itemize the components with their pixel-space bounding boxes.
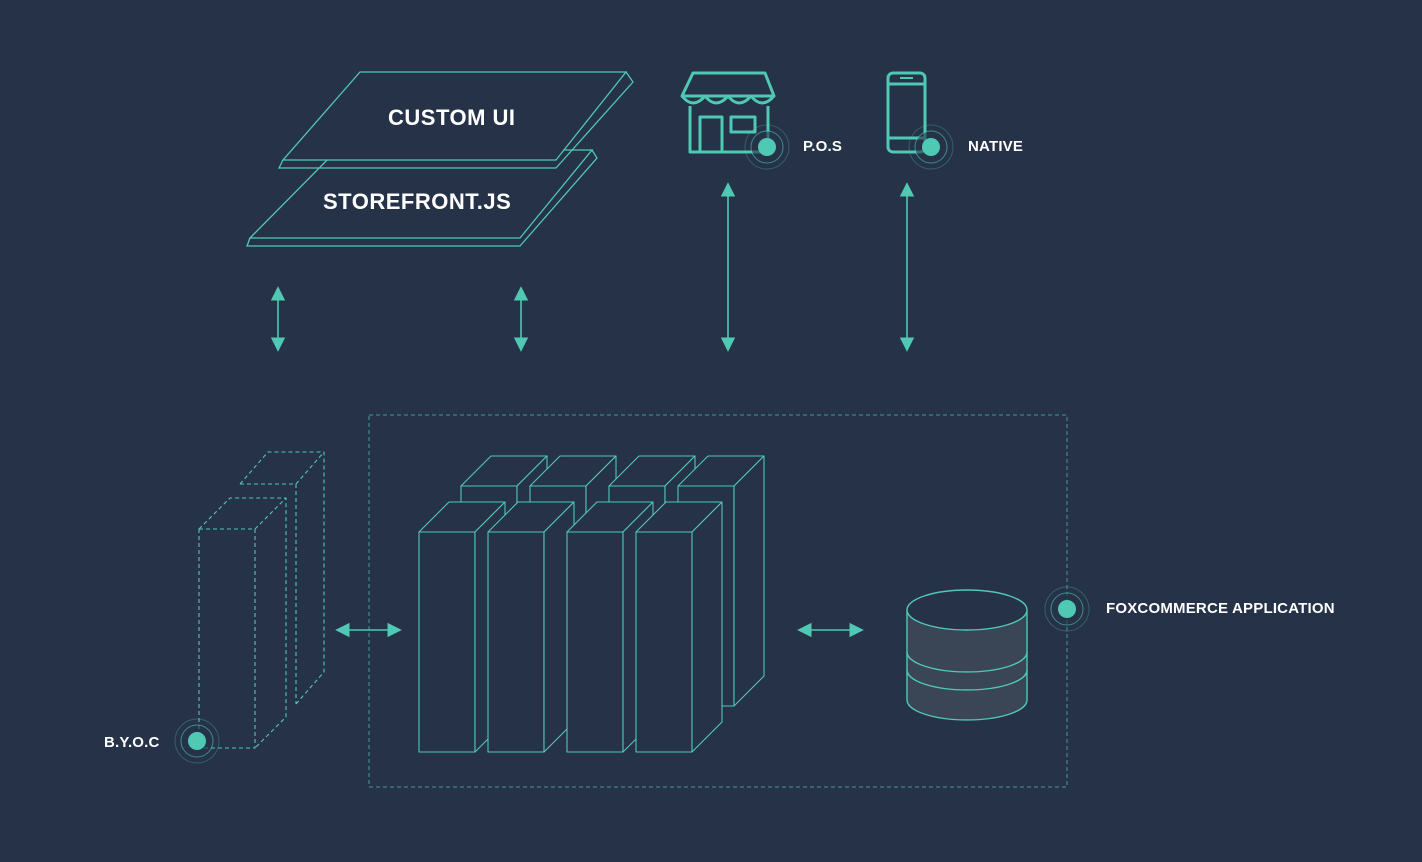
native-marker	[908, 124, 954, 170]
pos-marker	[744, 124, 790, 170]
vertical-arrows	[270, 182, 915, 352]
application-label: FOXCOMMERCE APPLICATION	[1106, 600, 1335, 617]
server-front-4	[635, 501, 723, 753]
server-front-2	[487, 501, 575, 753]
byoc-servers	[198, 451, 325, 749]
database-icon	[906, 589, 1028, 721]
custom-ui-layer	[277, 71, 634, 169]
pos-label: P.O.S	[803, 138, 843, 155]
custom-ui-label: CUSTOM UI	[388, 105, 516, 130]
storefront-icon	[680, 71, 776, 154]
byoc-label: B.Y.O.C	[104, 734, 160, 751]
byoc-marker	[174, 718, 220, 764]
storefront-label: STOREFRONT.JS	[323, 189, 512, 214]
app-marker	[1044, 586, 1090, 632]
server-cluster	[418, 455, 765, 753]
native-label: NATIVE	[968, 138, 1024, 155]
